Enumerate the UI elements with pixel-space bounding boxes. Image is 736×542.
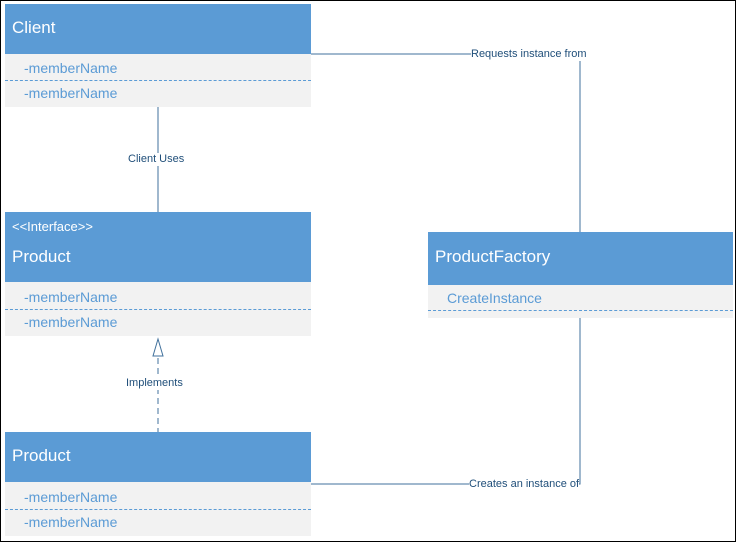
client-class-members: -memberName -memberName [5, 54, 311, 107]
concrete-product-class[interactable]: Product -memberName -memberName [5, 432, 311, 536]
interface-product-title: Product [12, 247, 71, 266]
requests-instance-line [311, 53, 581, 232]
concrete-product-member: -memberName [24, 514, 118, 530]
product-factory-method: CreateInstance [428, 286, 733, 311]
implements-arrowhead [152, 337, 164, 357]
concrete-product-header: Product [5, 432, 311, 482]
implements-label: Implements [126, 377, 183, 390]
interface-stereotype: <<Interface>> [12, 219, 93, 234]
creates-instance-label: Creates an instance of [469, 478, 580, 491]
interface-product-header: <<Interface>> Product [5, 212, 311, 282]
client-class-title: Client [12, 18, 56, 37]
concrete-product-title: Product [12, 446, 71, 465]
interface-product-member: -memberName [24, 314, 118, 330]
client-class-header: Client [5, 4, 311, 54]
interface-product-member: -memberName [5, 285, 311, 310]
concrete-product-member: -memberName [5, 485, 311, 510]
product-factory-title: ProductFactory [435, 247, 551, 266]
requests-instance-label: Requests instance from [471, 48, 587, 61]
concrete-product-members: -memberName -memberName [5, 482, 311, 536]
product-factory-class[interactable]: ProductFactory CreateInstance [428, 232, 733, 318]
client-uses-label: Client Uses [128, 153, 185, 166]
client-member: -memberName [24, 85, 118, 101]
client-class[interactable]: Client -memberName -memberName [5, 4, 311, 107]
client-member: -memberName [5, 56, 311, 81]
interface-product-members: -memberName -memberName [5, 282, 311, 336]
product-factory-header: ProductFactory [428, 232, 733, 285]
product-factory-methods: CreateInstance [428, 285, 733, 318]
creates-instance-line [311, 318, 581, 485]
interface-product-class[interactable]: <<Interface>> Product -memberName -membe… [5, 212, 311, 336]
